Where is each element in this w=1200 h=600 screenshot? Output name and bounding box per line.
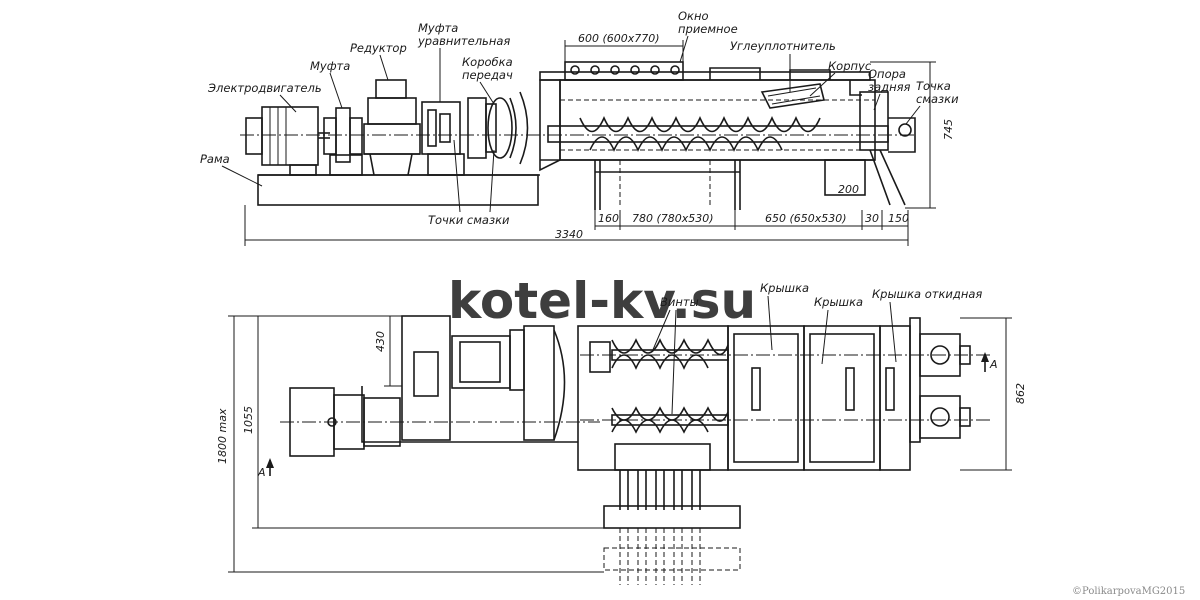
- dim-200: 200: [838, 183, 859, 196]
- label-cover-1: Крышка: [760, 281, 809, 295]
- motor-shape: [245, 106, 319, 176]
- watermark: kotel-kv.su: [448, 272, 756, 330]
- label-compactor: Углеуплотнитель: [730, 39, 836, 53]
- dim-160: 160: [598, 212, 619, 225]
- label-housing: Корпус: [828, 59, 872, 73]
- plan-screw-housing: [577, 325, 990, 471]
- dim-430: 430: [374, 331, 387, 352]
- copyright: ©PolikarpovaMG2015: [1072, 586, 1185, 597]
- label-window-2: приемное: [678, 22, 738, 36]
- label-rear-support-1: Опора: [868, 67, 906, 81]
- label-window-1: Окно: [678, 9, 709, 23]
- equalizing-coupling-shape: [421, 101, 465, 176]
- dim-650: 650 (650х530): [765, 212, 847, 225]
- dim-150: 150: [888, 212, 909, 225]
- label-motor: Электродвигатель: [207, 81, 322, 95]
- label-cover-2: Крышка: [814, 295, 863, 309]
- label-equalizing-coupling-1: Муфта: [418, 21, 458, 35]
- plan-view: kotel-kv.su Винты Крышка Крышка Крышка о…: [216, 272, 1027, 585]
- gearbox-shape: [467, 91, 529, 165]
- plan-covers: [727, 317, 921, 471]
- label-screws: Винты: [660, 295, 699, 309]
- frame-base: [257, 174, 539, 206]
- label-reducer: Редуктор: [350, 41, 407, 55]
- label-equalizing-coupling-2: уравнительная: [417, 34, 510, 48]
- dim-780: 780 (780х530): [632, 212, 714, 225]
- dim-1800: 1800 max: [216, 408, 229, 464]
- label-coupling: Муфта: [310, 59, 350, 73]
- side-dimensions: 600 (600х770) 745 200 160 780 (780х530) …: [244, 32, 955, 246]
- dim-30: 30: [865, 212, 879, 225]
- label-gearbox-1: Коробка: [462, 55, 513, 69]
- plan-discharge: [603, 443, 741, 585]
- coupling-shape: [323, 107, 363, 176]
- label-lube-points: Точки смазки: [428, 213, 510, 227]
- label-rear-support-2: задняя: [868, 80, 911, 94]
- reducer-shape: [363, 79, 421, 176]
- side-view: Электродвигатель Муфта Редуктор Муфта ур…: [200, 9, 959, 246]
- plan-frame: [361, 386, 578, 443]
- dim-1055: 1055: [242, 406, 255, 434]
- plan-rear-bearings: [919, 333, 971, 439]
- section-a-right: А: [989, 358, 998, 371]
- label-lube-point-2: смазки: [916, 92, 959, 106]
- label-lube-point-1: Точка: [916, 79, 951, 93]
- side-labels: Электродвигатель Муфта Редуктор Муфта ур…: [200, 9, 959, 227]
- plan-labels: Винты Крышка Крышка Крышка откидная: [651, 281, 982, 415]
- label-gearbox-2: передач: [462, 68, 513, 82]
- dim-total-length: 3340: [555, 228, 583, 241]
- plan-gearbox: [401, 315, 566, 441]
- dim-window-width: 600 (600х770): [578, 32, 660, 45]
- label-frame: Рама: [200, 152, 230, 166]
- dim-862: 862: [1014, 383, 1027, 404]
- section-a-left: А: [257, 466, 266, 479]
- housing-shape: [539, 61, 916, 210]
- label-folding-cover: Крышка откидная: [872, 287, 982, 301]
- dim-height: 745: [942, 119, 955, 140]
- plan-dimensions: 430 1055 1800 max 862 А А: [216, 315, 1027, 573]
